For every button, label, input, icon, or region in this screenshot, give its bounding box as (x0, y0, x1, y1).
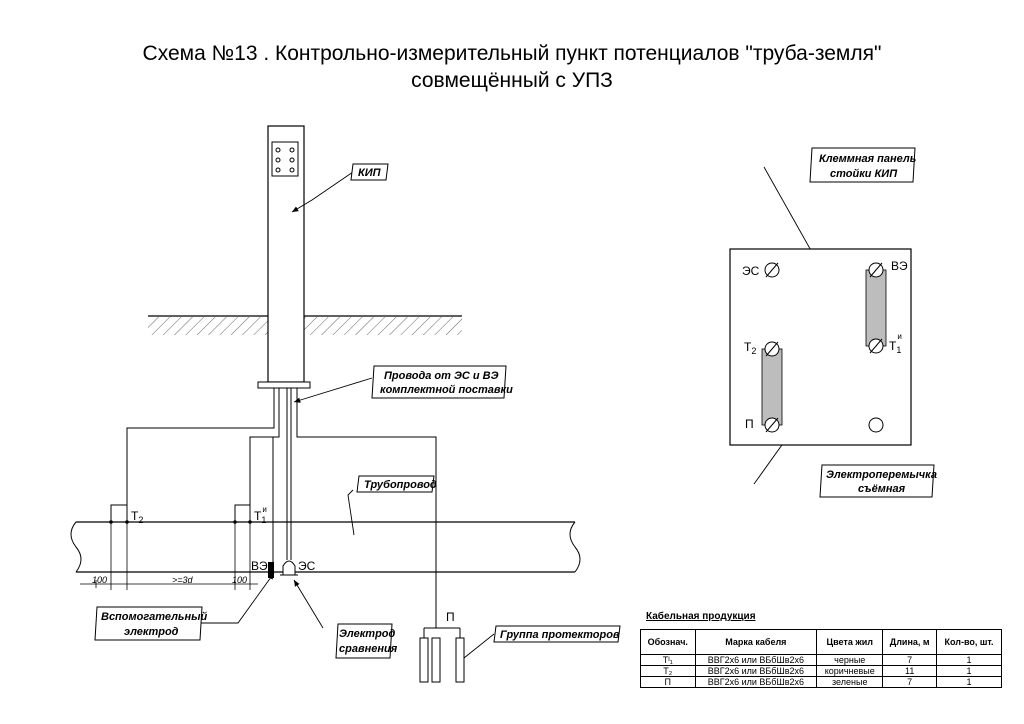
label-terminal-panel-box: Клеммная панель стойки КИП (809, 147, 916, 183)
terminal-p (764, 417, 780, 433)
header-core-colors: Цвета жил (816, 629, 884, 655)
protector-group (419, 627, 465, 683)
ref-electrode-symbol (280, 560, 298, 576)
table-row: Тᴵ₁ ВВГ2х6 или ВБбШв2х6 черные 7 1 (640, 654, 1002, 666)
label-pipeline-box: Трубопровод (356, 475, 437, 493)
dimension-line (80, 522, 258, 590)
svg-text:КИП: КИП (358, 167, 382, 179)
svg-text:Группа протекторов: Группа протекторов (500, 629, 620, 641)
header-cable-brand: Марка кабеля (694, 629, 818, 655)
panel-label-ve: ВЭ (891, 259, 908, 273)
svg-text:Вспомогательный: Вспомогательный (101, 611, 207, 623)
terminal-ve (868, 262, 884, 278)
dim-100-right: 100 (232, 575, 247, 585)
terminal-spare (868, 417, 884, 433)
cable-table: Обознач. Марка кабеля Цвета жил Длина, м… (640, 629, 1002, 688)
svg-text:съёмная: съёмная (858, 483, 906, 495)
cable-table-block: Кабельная продукция Обознач. Марка кабел… (640, 611, 1002, 688)
panel-label-t2: T2 (744, 340, 756, 356)
pipeline (70, 520, 581, 573)
dim-100-left: 100 (92, 575, 107, 585)
svg-text:Провода от ЭС и ВЭ: Провода от ЭС и ВЭ (384, 370, 499, 382)
panel-label-t1: T1и (889, 332, 902, 355)
svg-text:Клеммная панель: Клеммная панель (819, 153, 916, 165)
panel-label-es: ЭС (742, 264, 760, 278)
label-kip-box: КИП (350, 163, 389, 181)
mark-t1: T1и (254, 505, 267, 525)
label-wires-box: Провода от ЭС и ВЭ комплектной поставки (371, 365, 513, 399)
mark-p: П (446, 610, 455, 624)
svg-text:сравнения: сравнения (339, 643, 398, 655)
title-line-1: Схема №13 . Контрольно-измерительный пун… (142, 42, 882, 65)
terminal-t1 (868, 338, 884, 354)
label-aux-electrode-box: Вспомогательный электрод (94, 606, 207, 641)
header-quantity: Кол-во, шт. (936, 629, 1002, 655)
svg-text:Трубопровод: Трубопровод (364, 479, 437, 491)
svg-text:стойки КИП: стойки КИП (830, 168, 898, 180)
mark-es: ЭС (298, 559, 316, 573)
terminal-es (764, 262, 780, 278)
svg-text:Электрод: Электрод (339, 628, 396, 640)
svg-text:электрод: электрод (124, 626, 179, 638)
mark-t2: T2 (131, 509, 143, 525)
label-jumper-box: Электроперемычка съёмная (819, 464, 937, 498)
header-length: Длина, м (882, 629, 938, 655)
aux-electrode-symbol (268, 562, 274, 578)
wires (110, 388, 437, 628)
header-designation: Обознач. (640, 629, 696, 655)
ground-surface (148, 315, 462, 335)
svg-text:комплектной поставки: комплектной поставки (380, 384, 513, 396)
panel-label-p: П (745, 417, 754, 431)
cable-table-title: Кабельная продукция (646, 611, 756, 622)
table-row: Т₂ ВВГ2х6 или ВБбШв2х6 коричневые 11 1 (640, 665, 1002, 677)
svg-text:Электроперемычка: Электроперемычка (826, 469, 937, 481)
table-header-row: Обознач. Марка кабеля Цвета жил Длина, м… (640, 629, 1002, 655)
label-ref-electrode-box: Электрод сравнения (335, 623, 398, 659)
dim-3d: >=3d (172, 575, 194, 585)
label-protectors-box: Группа протекторов (493, 625, 621, 643)
kip-post (257, 125, 311, 389)
table-row: П ВВГ2х6 или ВБбШв2х6 зеленые 7 1 (640, 676, 1002, 688)
title-line-2: совмещённый с УПЗ (411, 69, 613, 92)
page-title: Схема №13 . Контрольно-измерительный пун… (0, 40, 1024, 94)
terminal-panel (729, 248, 912, 446)
mark-ve: ВЭ (251, 559, 268, 573)
terminal-t2 (764, 341, 780, 357)
